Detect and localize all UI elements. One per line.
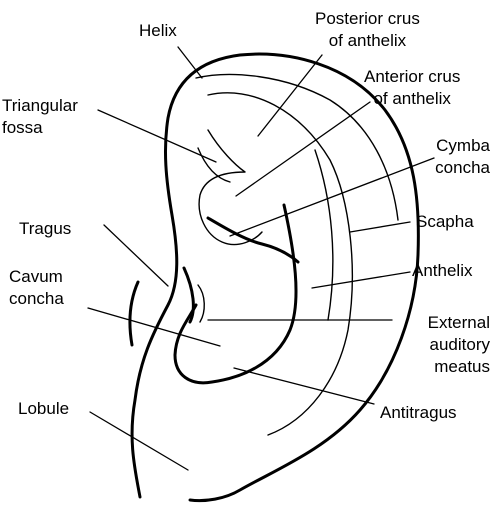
leader-scapha bbox=[350, 222, 410, 232]
label-external-auditory-meatus-line3: meatus bbox=[428, 356, 490, 378]
label-cymba-concha-line1: Cymba bbox=[435, 135, 490, 157]
label-antitragus: Antitragus bbox=[380, 402, 457, 424]
leader-helix bbox=[178, 47, 202, 78]
label-posterior-crus: Posterior crus of anthelix bbox=[315, 8, 420, 52]
label-cavum-concha-line2: concha bbox=[9, 288, 64, 310]
label-cavum-concha-line1: Cavum bbox=[9, 266, 64, 288]
label-helix: Helix bbox=[139, 20, 177, 42]
label-tragus-text: Tragus bbox=[19, 218, 71, 240]
label-cymba-concha: Cymba concha bbox=[435, 135, 490, 179]
label-anterior-crus-line2: of anthelix bbox=[364, 88, 460, 110]
label-triangular-fossa: Triangular fossa bbox=[2, 95, 78, 139]
leader-cavum-concha bbox=[88, 308, 220, 346]
label-anterior-crus: Anterior crus of anthelix bbox=[364, 66, 460, 110]
label-anthelix-text: Anthelix bbox=[412, 260, 472, 282]
leader-triangular-fossa bbox=[98, 110, 216, 162]
label-cymba-concha-line2: concha bbox=[435, 157, 490, 179]
label-posterior-crus-line1: Posterior crus bbox=[315, 8, 420, 30]
label-lobule: Lobule bbox=[18, 398, 69, 420]
label-scapha: Scapha bbox=[416, 211, 474, 233]
label-tragus: Tragus bbox=[19, 218, 71, 240]
label-external-auditory-meatus-line1: External bbox=[428, 312, 490, 334]
label-anthelix: Anthelix bbox=[412, 260, 472, 282]
label-external-auditory-meatus-line2: auditory bbox=[428, 334, 490, 356]
label-helix-text: Helix bbox=[139, 20, 177, 42]
label-external-auditory-meatus: External auditory meatus bbox=[428, 312, 490, 378]
label-lobule-text: Lobule bbox=[18, 398, 69, 420]
label-cavum-concha: Cavum concha bbox=[9, 266, 64, 310]
label-anterior-crus-line1: Anterior crus bbox=[364, 66, 460, 88]
leader-anterior-crus bbox=[236, 102, 370, 196]
label-triangular-fossa-line1: Triangular bbox=[2, 95, 78, 117]
label-posterior-crus-line2: of anthelix bbox=[315, 30, 420, 52]
label-antitragus-text: Antitragus bbox=[380, 402, 457, 424]
leader-antitragus bbox=[234, 368, 374, 404]
label-triangular-fossa-line2: fossa bbox=[2, 117, 78, 139]
leader-tragus bbox=[104, 225, 168, 286]
leader-cymba-concha bbox=[230, 158, 434, 236]
leader-lobule bbox=[90, 412, 188, 470]
leader-posterior-crus bbox=[258, 55, 322, 136]
leader-anthelix bbox=[312, 272, 410, 288]
label-scapha-text: Scapha bbox=[416, 211, 474, 233]
